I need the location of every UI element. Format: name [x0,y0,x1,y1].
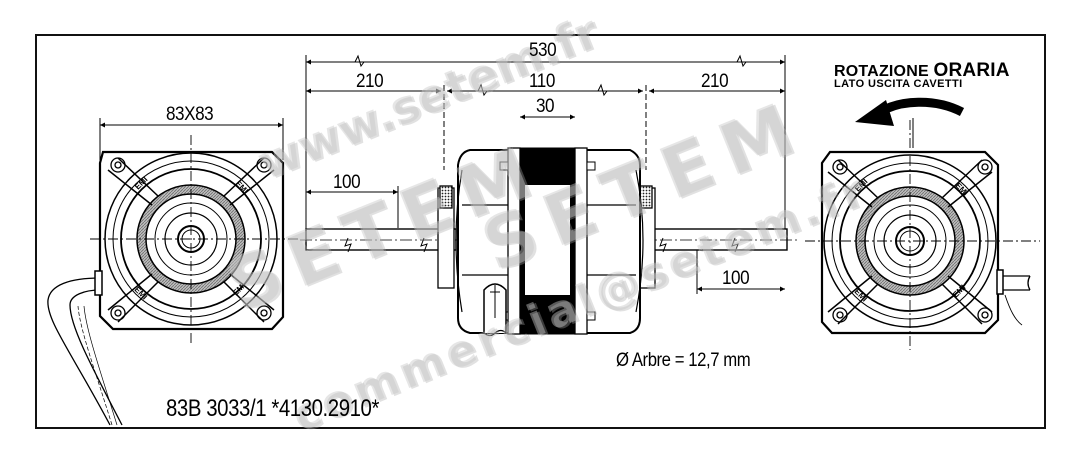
model-code: 83B 3033/1 *4130.2910* [166,395,379,422]
dim-left-shaft-end: 100 [333,172,361,193]
shaft-diameter-label: Ø Arbre = 12,7 mm [616,350,751,371]
dim-core-width: 30 [536,96,555,117]
rotation-subtitle: LATO USCITA CAVETTI [834,78,963,90]
rotation-title-prefix: ROTAZIONE [834,63,929,80]
right-end-view [805,120,1040,350]
dim-right-shaft-end: 100 [722,268,750,289]
dim-overall-length: 530 [529,40,557,61]
counterclockwise-arrow-icon [855,97,965,148]
left-end-view [47,135,300,426]
dim-left-shaft: 210 [356,71,384,92]
rotation-title: ROTAZIONE ORARIA [834,60,1010,82]
side-view [300,147,800,337]
dimension-lines [99,54,786,294]
rotation-title-main: ORARIA [933,60,1010,81]
dim-body-length: 110 [529,71,555,92]
dim-right-shaft: 210 [701,71,729,92]
dim-flange-size: 83X83 [166,104,214,125]
drawing-frame [35,34,1046,429]
